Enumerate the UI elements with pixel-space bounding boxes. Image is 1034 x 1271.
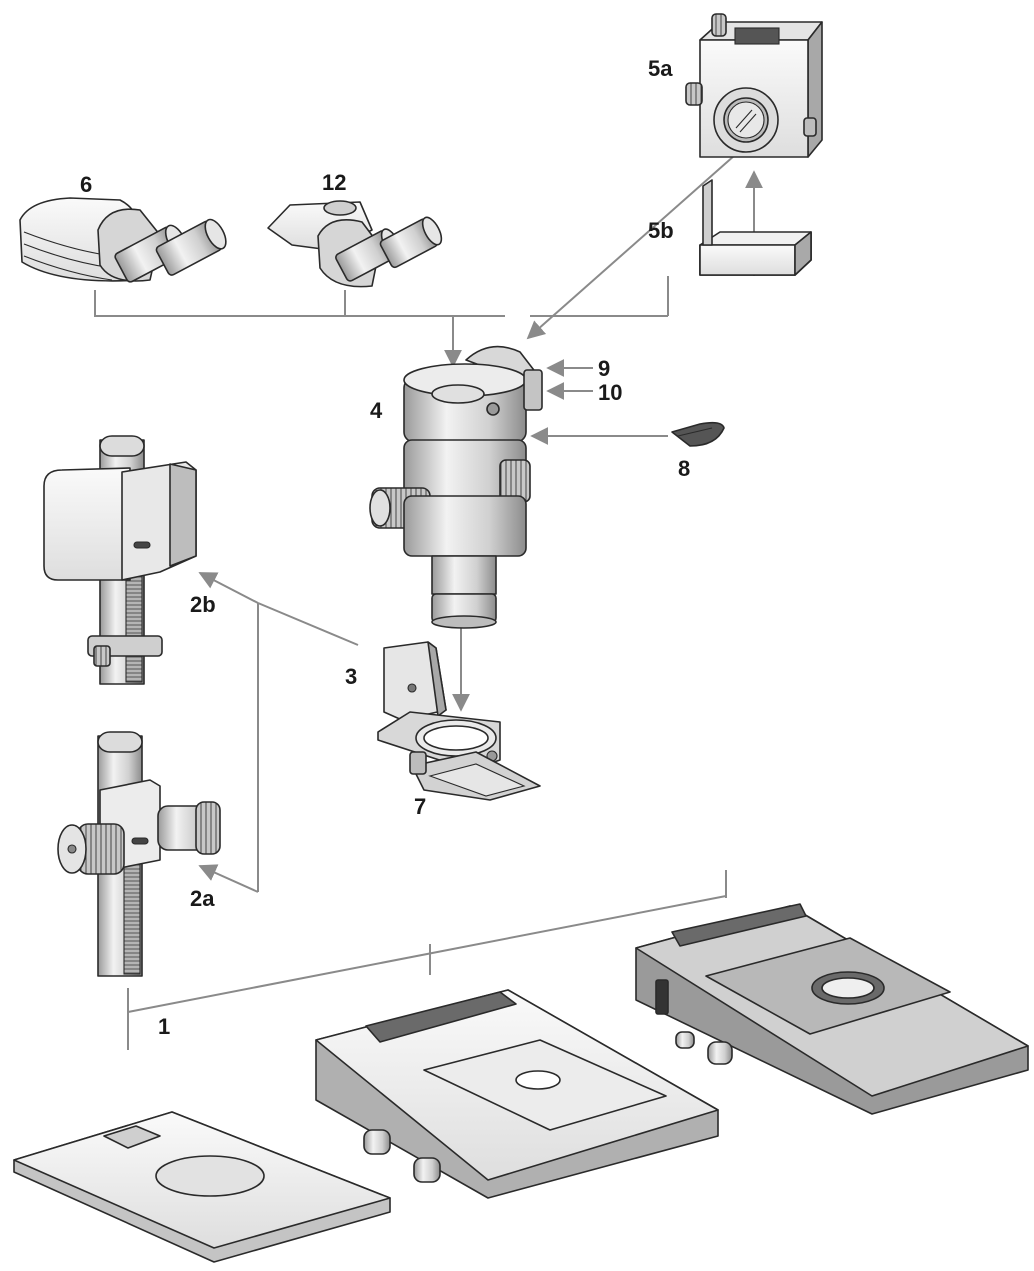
label-12: 12: [322, 170, 346, 195]
label-2b: 2b: [190, 592, 216, 617]
trinocular-tube-12: [267, 200, 443, 288]
reflector-plate-7: [409, 751, 541, 801]
camera-module-5a: [685, 13, 823, 158]
stand-base-transmitted: [315, 989, 719, 1199]
label-3: 3: [345, 664, 357, 689]
label-8: 8: [678, 456, 690, 481]
label-10: 10: [598, 380, 622, 405]
label-6: 6: [80, 172, 92, 197]
connector-lines: [94, 139, 763, 1050]
label-9: 9: [598, 356, 610, 381]
label-4: 4: [370, 398, 383, 423]
optics-carrier-4: [369, 345, 543, 629]
stand-base-plain: [13, 1111, 391, 1263]
label-5a: 5a: [648, 56, 673, 81]
binocular-tube-6: [19, 197, 227, 283]
label-5b: 5b: [648, 218, 674, 243]
label-2a: 2a: [190, 886, 215, 911]
stand-base-motorized: [635, 903, 1029, 1115]
label-7: 7: [414, 794, 426, 819]
focus-drive-2a: [57, 731, 221, 977]
label-1: 1: [158, 1014, 170, 1039]
part-labels: 1 2a 2b 3 4 5a 5b 6 7 8 9 10 12: [80, 56, 690, 1039]
adapter-5b: [699, 179, 812, 276]
carrier-arm-3: [377, 641, 501, 771]
filter-slider-8: [671, 421, 725, 447]
focus-drive-2b: [43, 435, 197, 685]
